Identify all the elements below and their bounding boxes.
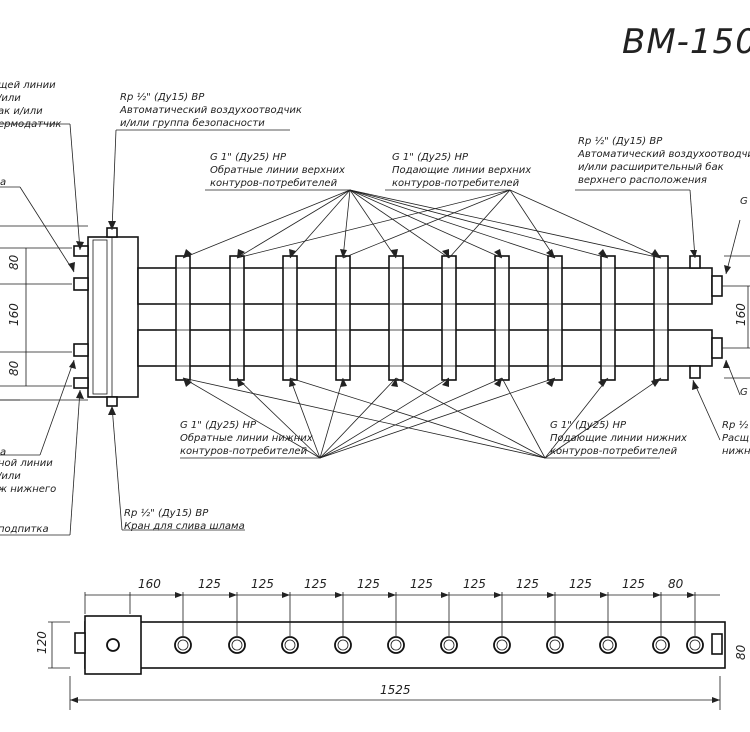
- svg-text:Расщ: Расщ: [722, 433, 749, 444]
- left-side-ports: [73, 245, 89, 389]
- svg-text:Подающие линии нижних: Подающие линии нижних: [550, 433, 687, 444]
- dim-left-160: 160: [7, 303, 21, 326]
- svg-text:125: 125: [357, 577, 380, 591]
- svg-text:контуров-потребителей: контуров-потребителей: [392, 177, 520, 189]
- svg-text:125: 125: [410, 577, 433, 591]
- svg-text:ной линии: ной линии: [0, 458, 53, 469]
- label-bottom-left-1: ной линии /или ж нижнего подпитка: [0, 458, 56, 535]
- label-bottom-supply: G 1" (Ду25) НР Подающие линии нижних кон…: [550, 420, 687, 457]
- svg-text:G 1" (Ду25) НР: G 1" (Ду25) НР: [392, 152, 469, 163]
- side-dimension-lines: [48, 592, 721, 710]
- svg-text:/или: /или: [0, 93, 21, 104]
- drawing-title: ВМ-150-1: [622, 22, 750, 62]
- svg-text:80: 80: [668, 577, 684, 591]
- svg-text:Кран для слива шлама: Кран для слива шлама: [124, 521, 245, 532]
- right-end-top: [711, 275, 723, 297]
- svg-text:Обратные линии нижних: Обратные линии нижних: [180, 432, 313, 444]
- dim-height-120: 120: [35, 631, 49, 654]
- svg-text:ж нижнего: ж нижнего: [0, 484, 56, 495]
- svg-text:ак и/или: ак и/или: [0, 106, 43, 117]
- label-right-bottom-g: G: [740, 387, 748, 398]
- arrowheads: [68, 221, 731, 415]
- svg-text:Обратные линии верхних: Обратные линии верхних: [210, 164, 345, 176]
- svg-text:G 1" (Ду25) НР: G 1" (Ду25) НР: [210, 152, 287, 163]
- label-bottom-return: G 1" (Ду25) НР Обратные линии нижних кон…: [180, 420, 313, 457]
- label-top-supply: G 1" (Ду25) НР Подающие линии верхних ко…: [392, 152, 531, 189]
- supply-pipe: [137, 267, 713, 305]
- bottom-nipple: [106, 396, 118, 407]
- svg-text:Rp ½" (Ду15) ВР: Rp ½" (Ду15) ВР: [124, 507, 209, 519]
- dim-left-80-top: 80: [7, 254, 21, 270]
- svg-text:125: 125: [463, 577, 486, 591]
- svg-text:контуров-потребителей: контуров-потребителей: [550, 445, 678, 457]
- svg-text:Автоматический воздухоотводчик: Автоматический воздухоотводчик: [577, 149, 750, 160]
- svg-text:и/или группа безопасности: и/или группа безопасности: [120, 117, 265, 129]
- label-top-return: G 1" (Ду25) НР Обратные линии верхних ко…: [210, 152, 345, 189]
- svg-text:верхнего расположения: верхнего расположения: [578, 175, 707, 186]
- svg-text:подпитка: подпитка: [0, 524, 49, 535]
- svg-text:Rp ½" (Ду15) ВР: Rp ½" (Ду15) ВР: [578, 135, 663, 147]
- svg-text:Подающие линии верхних: Подающие линии верхних: [392, 165, 531, 176]
- svg-text:125: 125: [569, 577, 592, 591]
- label-top-right-valve: Rp ½" (Ду15) ВР Автоматический воздухоот…: [577, 135, 750, 186]
- label-top-left-valve: Rp ½" (Ду15) ВР Автоматический воздухоот…: [119, 91, 302, 129]
- right-dimensions: [722, 255, 750, 379]
- dim-left-80-bottom: 80: [7, 360, 21, 376]
- side-view: [74, 615, 726, 675]
- svg-text:125: 125: [251, 577, 274, 591]
- hydro-separator-block: [87, 236, 139, 398]
- dim-total-1525: 1525: [380, 683, 411, 697]
- side-dimension-ticks: [70, 592, 720, 703]
- branch-collars: [175, 255, 669, 381]
- label-left-mid-a: а: [0, 177, 6, 188]
- svg-text:контуров-потребителей: контуров-потребителей: [180, 445, 308, 457]
- label-bottom-drain: Rp ½" (Ду15) ВР Кран для слива шлама: [124, 507, 245, 532]
- svg-text:Rp ½: Rp ½: [722, 419, 748, 431]
- svg-text:G 1" (Ду25) НР: G 1" (Ду25) НР: [550, 420, 627, 431]
- label-right-top-g: G: [740, 196, 748, 207]
- return-pipe: [137, 329, 713, 367]
- side-ports: [174, 636, 704, 654]
- svg-text:G 1" (Ду25) НР: G 1" (Ду25) НР: [180, 420, 257, 431]
- label-bottom-right: Rp ½ Расщ нижнег: [722, 419, 750, 457]
- svg-text:/или: /или: [0, 471, 21, 482]
- spacing-dimensions: 160 125 125 125 125 125 125 125 125 125 …: [138, 577, 684, 591]
- right-end-bottom: [711, 337, 723, 359]
- svg-text:Rp ½" (Ду15) ВР: Rp ½" (Ду15) ВР: [120, 91, 205, 103]
- svg-text:щей линии: щей линии: [0, 80, 56, 91]
- svg-text:160: 160: [138, 577, 161, 591]
- svg-text:и/или расширительный бак: и/или расширительный бак: [578, 161, 724, 173]
- svg-text:125: 125: [516, 577, 539, 591]
- svg-text:125: 125: [304, 577, 327, 591]
- label-top-left-1: щей линии /или ак и/или ермодатчик: [0, 80, 61, 130]
- svg-text:125: 125: [198, 577, 221, 591]
- label-left-mid-b: а: [0, 447, 6, 458]
- leader-lines: [0, 123, 741, 536]
- svg-text:Автоматический воздухоотводчик: Автоматический воздухоотводчик: [119, 105, 302, 116]
- svg-text:ермодатчик: ермодатчик: [0, 119, 61, 130]
- svg-text:нижнег: нижнег: [722, 446, 750, 457]
- dim-right-cut: 80: [734, 644, 748, 660]
- svg-text:контуров-потребителей: контуров-потребителей: [210, 177, 338, 189]
- dim-right-160: 160: [734, 303, 748, 326]
- svg-text:125: 125: [622, 577, 645, 591]
